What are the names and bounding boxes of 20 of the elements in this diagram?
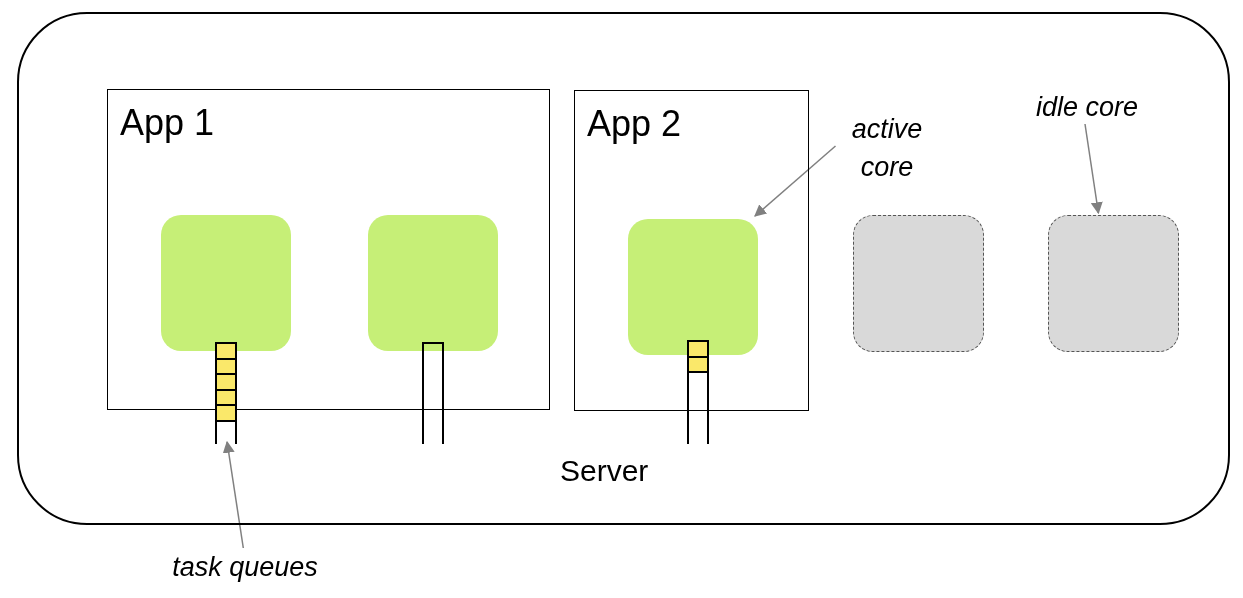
active-core — [628, 219, 758, 355]
server-box — [17, 12, 1230, 525]
idle-core — [853, 215, 984, 352]
leader-arrow — [222, 440, 245, 549]
app-label: App 2 — [587, 103, 682, 145]
annotation-text: task queues — [160, 548, 330, 584]
task-queue — [215, 342, 237, 444]
annotation-text: idle core — [1022, 88, 1152, 126]
task-queue — [422, 342, 444, 444]
leader-arrow — [754, 145, 837, 217]
task-queue — [687, 340, 709, 444]
active-core — [161, 215, 291, 351]
server-label: Server — [560, 454, 649, 488]
active-core — [368, 215, 498, 351]
idle-core — [1048, 215, 1179, 352]
leader-arrow — [1084, 123, 1103, 215]
app-box — [574, 90, 809, 411]
app-label: App 1 — [120, 102, 215, 144]
annotation-text: active core — [832, 110, 942, 186]
app-box — [107, 89, 550, 410]
